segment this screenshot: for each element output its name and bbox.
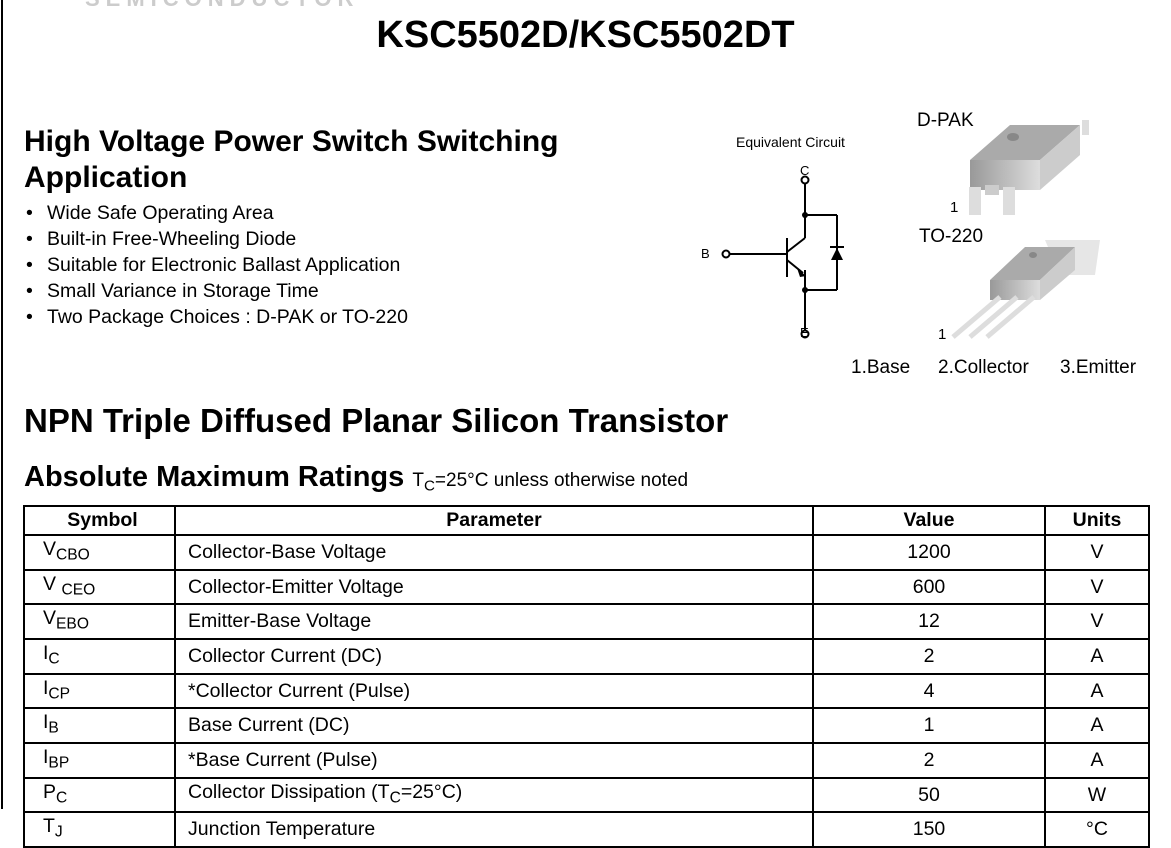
table-row: ICP *Collector Current (Pulse) 4 A (23, 672, 1150, 710)
value-cell: 4 (812, 672, 1046, 710)
parameter-cell: Collector-Emitter Voltage (174, 568, 814, 606)
symbol-cell: IB (23, 707, 176, 745)
header-value: Value (812, 505, 1046, 536)
table-row: TJ Junction Temperature 150 °C (23, 811, 1150, 848)
value-cell: 12 (812, 603, 1046, 641)
symbol-cell: VCBO (23, 534, 176, 571)
units-cell: W (1044, 776, 1150, 814)
pin-label-emitter: 3.Emitter (1060, 357, 1137, 378)
ratings-heading: Absolute Maximum Ratings TC=25°C unless … (24, 461, 688, 495)
table-row: IB Base Current (DC) 1 A (23, 707, 1150, 745)
header-parameter: Parameter (174, 505, 814, 536)
units-cell: °C (1044, 811, 1150, 848)
table-row: PC Collector Dissipation (TC=25°C) 50 W (23, 776, 1150, 814)
pin-label-collector: 2.Collector (938, 357, 1029, 378)
value-cell: 600 (812, 568, 1046, 606)
equivalent-circuit-diagram (721, 175, 844, 339)
feature-item: Suitable for Electronic Ballast Applicat… (26, 252, 408, 278)
units-cell: A (1044, 672, 1150, 710)
parameter-cell: Collector Dissipation (TC=25°C) (174, 776, 814, 814)
feature-item: Wide Safe Operating Area (26, 200, 408, 226)
absolute-maximum-ratings-table: Symbol Parameter Value Units VCBO Collec… (23, 505, 1150, 848)
header-units: Units (1044, 505, 1150, 536)
symbol-cell: IBP (23, 742, 176, 779)
feature-item: Small Variance in Storage Time (26, 278, 408, 304)
symbol-cell: V CEO (23, 568, 176, 606)
table-row: VCBO Collector-Base Voltage 1200 V (23, 534, 1150, 571)
symbol-cell: IC (23, 638, 176, 675)
to220-label: TO-220 (919, 226, 984, 247)
symbol-cell: ICP (23, 672, 176, 710)
header-symbol: Symbol (23, 505, 176, 536)
value-cell: 2 (812, 638, 1046, 675)
company-name-faded: SEMICONDUCTOR (85, 0, 359, 12)
value-cell: 1 (812, 707, 1046, 745)
symbol-cell: PC (23, 776, 176, 814)
table-row: VEBO Emitter-Base Voltage 12 V (23, 603, 1150, 641)
parameter-cell: Collector-Base Voltage (174, 534, 814, 571)
table-row: IBP *Base Current (Pulse) 2 A (23, 742, 1150, 779)
feature-item: Two Package Choices : D-PAK or TO-220 (26, 304, 408, 330)
circuit-label-e: E (800, 325, 809, 340)
parameter-cell: *Base Current (Pulse) (174, 742, 814, 779)
application-heading: High Voltage Power Switch Switching Appl… (24, 124, 624, 196)
table-header-row: Symbol Parameter Value Units (23, 505, 1150, 536)
circuit-label-b: B (701, 246, 710, 261)
parameter-cell: Junction Temperature (174, 811, 814, 848)
parameter-cell: Base Current (DC) (174, 707, 814, 745)
feature-item: Built-in Free-Wheeling Diode (26, 226, 408, 252)
units-cell: A (1044, 707, 1150, 745)
units-cell: A (1044, 742, 1150, 779)
equivalent-circuit-label: Equivalent Circuit (736, 134, 845, 150)
parameter-cell: Collector Current (DC) (174, 638, 814, 675)
units-cell: V (1044, 603, 1150, 641)
parameter-cell: *Collector Current (Pulse) (174, 672, 814, 710)
symbol-cell: VEBO (23, 603, 176, 641)
application-heading-text: High Voltage Power Switch Switching Appl… (24, 125, 559, 194)
parameter-cell: Emitter-Base Voltage (174, 603, 814, 641)
feature-list: Wide Safe Operating Area Built-in Free-W… (26, 200, 408, 330)
table-row: V CEO Collector-Emitter Voltage 600 V (23, 568, 1150, 606)
units-cell: A (1044, 638, 1150, 675)
to220-pin1-label: 1 (938, 326, 947, 343)
dpak-label: D-PAK (917, 110, 974, 131)
page-border (1, 0, 3, 809)
transistor-type-heading: NPN Triple Diffused Planar Silicon Trans… (24, 402, 729, 439)
dpak-package-image (969, 120, 1089, 215)
circuit-label-c: C (800, 163, 810, 178)
units-cell: V (1044, 568, 1150, 606)
value-cell: 2 (812, 742, 1046, 779)
table-row: IC Collector Current (DC) 2 A (23, 638, 1150, 675)
symbol-cell: TJ (23, 811, 176, 848)
pin-label-base: 1.Base (851, 357, 911, 378)
units-cell: V (1044, 534, 1150, 571)
document-title: KSC5502D/KSC5502DT (376, 14, 795, 56)
dpak-pin1-label: 1 (950, 199, 959, 216)
value-cell: 150 (812, 811, 1046, 848)
value-cell: 50 (812, 776, 1046, 814)
value-cell: 1200 (812, 534, 1046, 571)
ratings-title: Absolute Maximum Ratings (24, 461, 405, 493)
ratings-note: TC=25°C unless otherwise noted (412, 470, 689, 495)
to220-package-image (951, 240, 1100, 339)
